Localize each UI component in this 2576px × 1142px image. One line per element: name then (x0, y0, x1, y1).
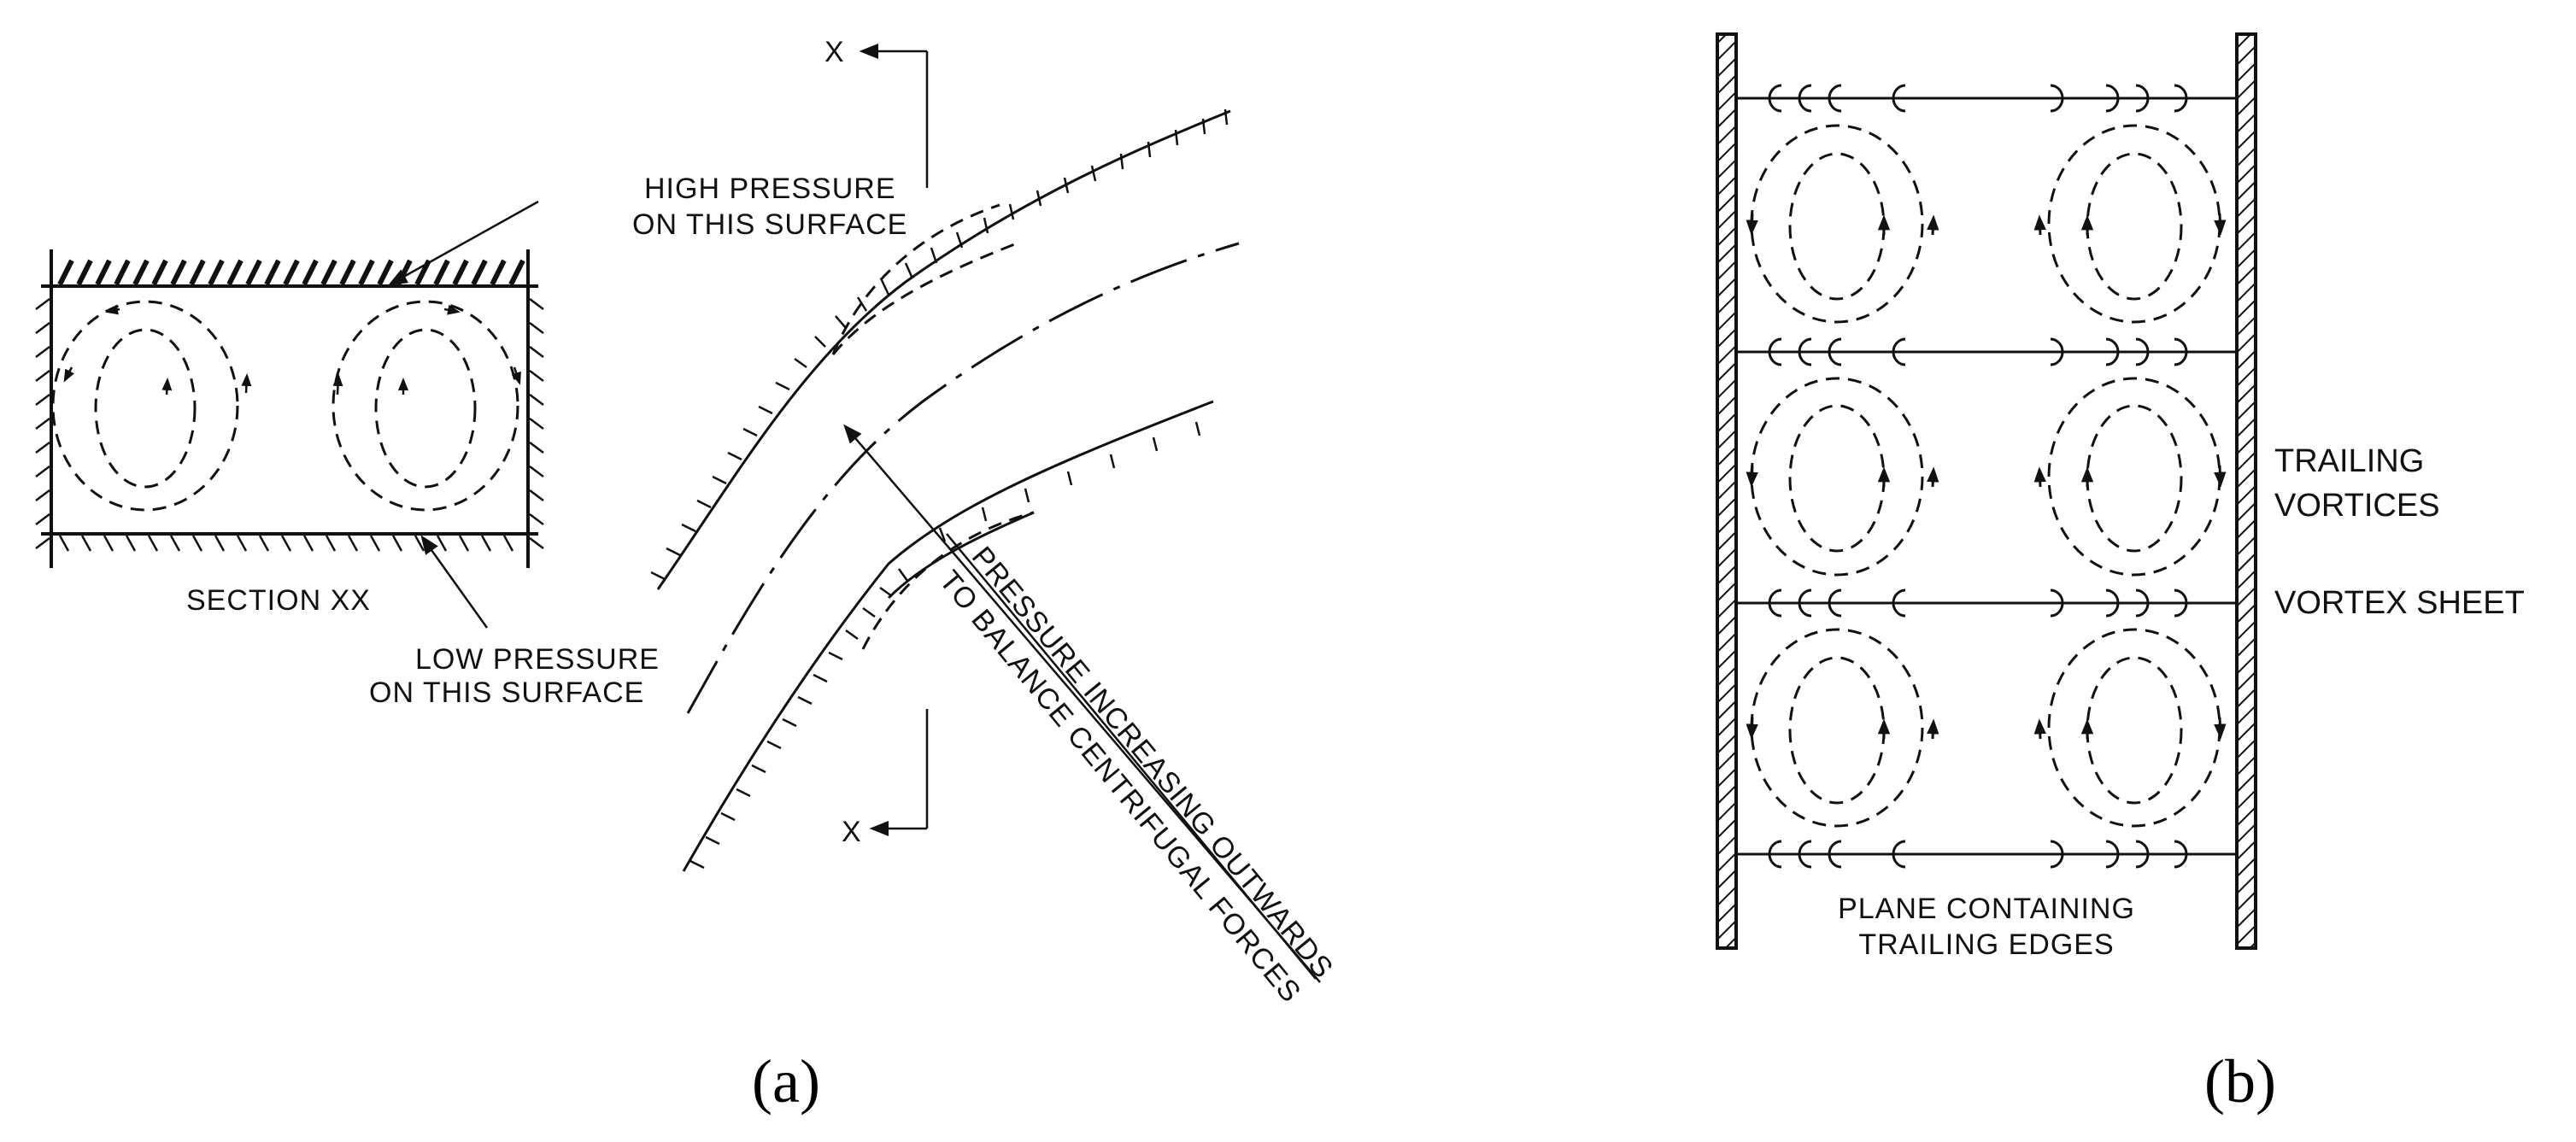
trailing-vortices-label-2: VORTICES (2274, 488, 2440, 524)
low-pressure-label-1: LOW PRESSURE (415, 643, 660, 676)
outer-wall-hatch (650, 108, 1229, 581)
section-vortex-left (51, 300, 252, 512)
section-vortex-right (332, 300, 521, 512)
trailing-edge-lines (1736, 97, 2237, 856)
x-bottom-label: X (842, 816, 862, 848)
panel-a: HIGH PRESSURE ON THIS SURFACE SECTION XX… (35, 36, 1340, 1116)
bottom-wall-hatch (58, 535, 514, 552)
caption-b: (b) (2204, 1047, 2276, 1116)
low-pressure-label-2: ON THIS SURFACE (369, 676, 644, 709)
high-pressure-label-1: HIGH PRESSURE (644, 173, 896, 205)
right-wall (2235, 32, 2257, 950)
section-xx-box (35, 200, 544, 629)
x-top-label: X (824, 36, 845, 68)
trailing-vortices-label-1: TRAILING (2274, 443, 2424, 479)
trailing-vortices (1746, 124, 2227, 828)
section-xx-label: SECTION XX (186, 584, 371, 617)
vortex-sheet-marks (1768, 84, 2188, 869)
pressure-note-line-1: PRESSURE INCREASING OUTWARDS (965, 541, 1340, 985)
plane-label-1: PLANE CONTAINING (1838, 893, 2135, 925)
panel-b: TRAILING VORTICES VORTEX SHEET PLANE CON… (1716, 32, 2525, 1116)
caption-a: (a) (752, 1047, 820, 1116)
inner-wall-hatch (689, 421, 1201, 870)
high-pressure-leader (388, 200, 539, 286)
high-pressure-label-2: ON THIS SURFACE (632, 208, 907, 241)
low-pressure-leader (420, 535, 489, 629)
side-wall-hatch (35, 298, 544, 549)
pressure-note-line-2: TO BALANCE CENTRIFUGAL FORCES (933, 565, 1307, 1009)
vortex-sheet-label: VORTEX SHEET (2274, 585, 2525, 621)
top-wall-hatch (57, 259, 525, 286)
left-wall (1716, 32, 1738, 950)
plane-label-2: TRAILING EDGES (1858, 928, 2114, 961)
curved-channel (650, 44, 1321, 983)
